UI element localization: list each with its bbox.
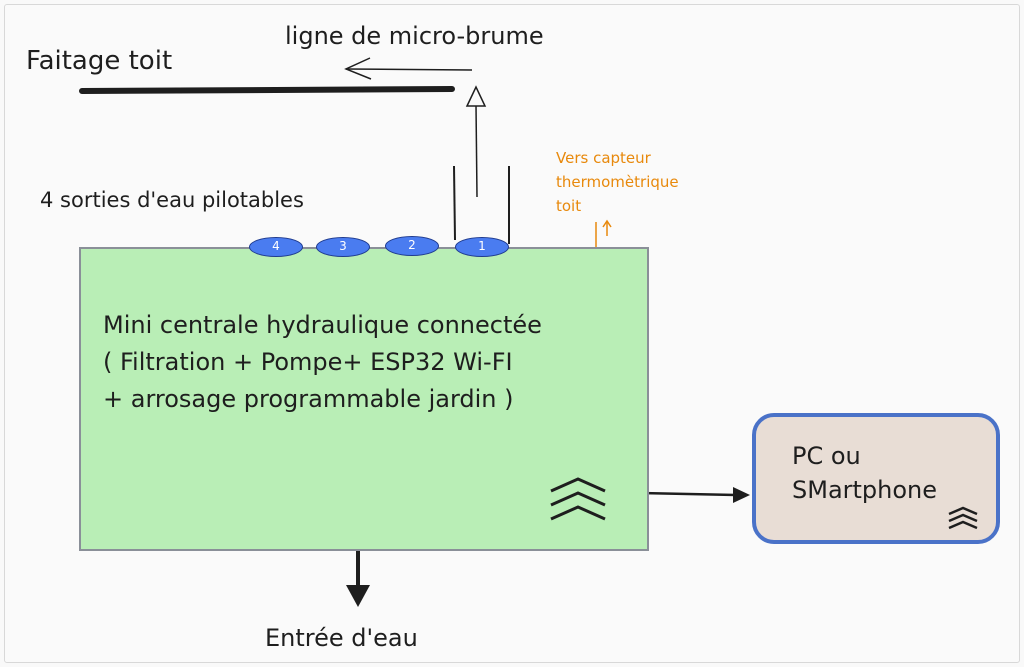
sensor-arrowhead	[602, 219, 612, 228]
unit-title-line: Mini centrale hydraulique connectée	[103, 311, 542, 339]
riser-arrowhead	[465, 85, 487, 107]
mist-arrowhead	[344, 57, 372, 80]
wireless-link-arrow	[639, 491, 737, 497]
riser-arrow	[475, 104, 478, 198]
link-arrowhead-right	[733, 487, 750, 503]
mist-line-label: ligne de micro-brume	[285, 22, 544, 50]
tube-left-wall	[453, 165, 456, 241]
hydraulic-unit-box: Mini centrale hydraulique connectée ( Fi…	[79, 247, 649, 551]
roof-ridge-label: Faitage toit	[26, 46, 173, 76]
outlet-2: 2	[385, 236, 439, 256]
mist-line-arrow	[345, 68, 473, 71]
sensor-label-line: thermomètrique	[556, 173, 679, 191]
device-title-line: SMartphone	[792, 476, 938, 504]
water-inlet-label: Entrée d'eau	[265, 624, 418, 652]
outlet-3: 3	[316, 237, 370, 257]
water-inlet-arrowhead	[346, 585, 370, 607]
roof-ridge-line	[79, 86, 455, 94]
unit-title-line: ( Filtration + Pompe+ ESP32 Wi-FI	[103, 348, 513, 376]
unit-title: Mini centrale hydraulique connectée ( Fi…	[103, 307, 542, 418]
wifi-icon	[550, 477, 606, 521]
device-title: PC ou SMartphone	[792, 439, 937, 507]
outlet-1: 1	[455, 237, 509, 257]
sensor-label: Vers capteur thermomètrique toit	[556, 146, 679, 218]
pc-smartphone-box: PC ou SMartphone	[752, 413, 1000, 544]
sensor-label-line: Vers capteur	[556, 149, 651, 167]
outlet-4: 4	[249, 237, 303, 257]
outlets-label: 4 sorties d'eau pilotables	[40, 188, 304, 212]
sensor-label-line: toit	[556, 197, 582, 215]
device-title-line: PC ou	[792, 442, 861, 470]
unit-title-line: + arrosage programmable jardin )	[103, 385, 514, 413]
wifi-icon	[948, 506, 978, 530]
